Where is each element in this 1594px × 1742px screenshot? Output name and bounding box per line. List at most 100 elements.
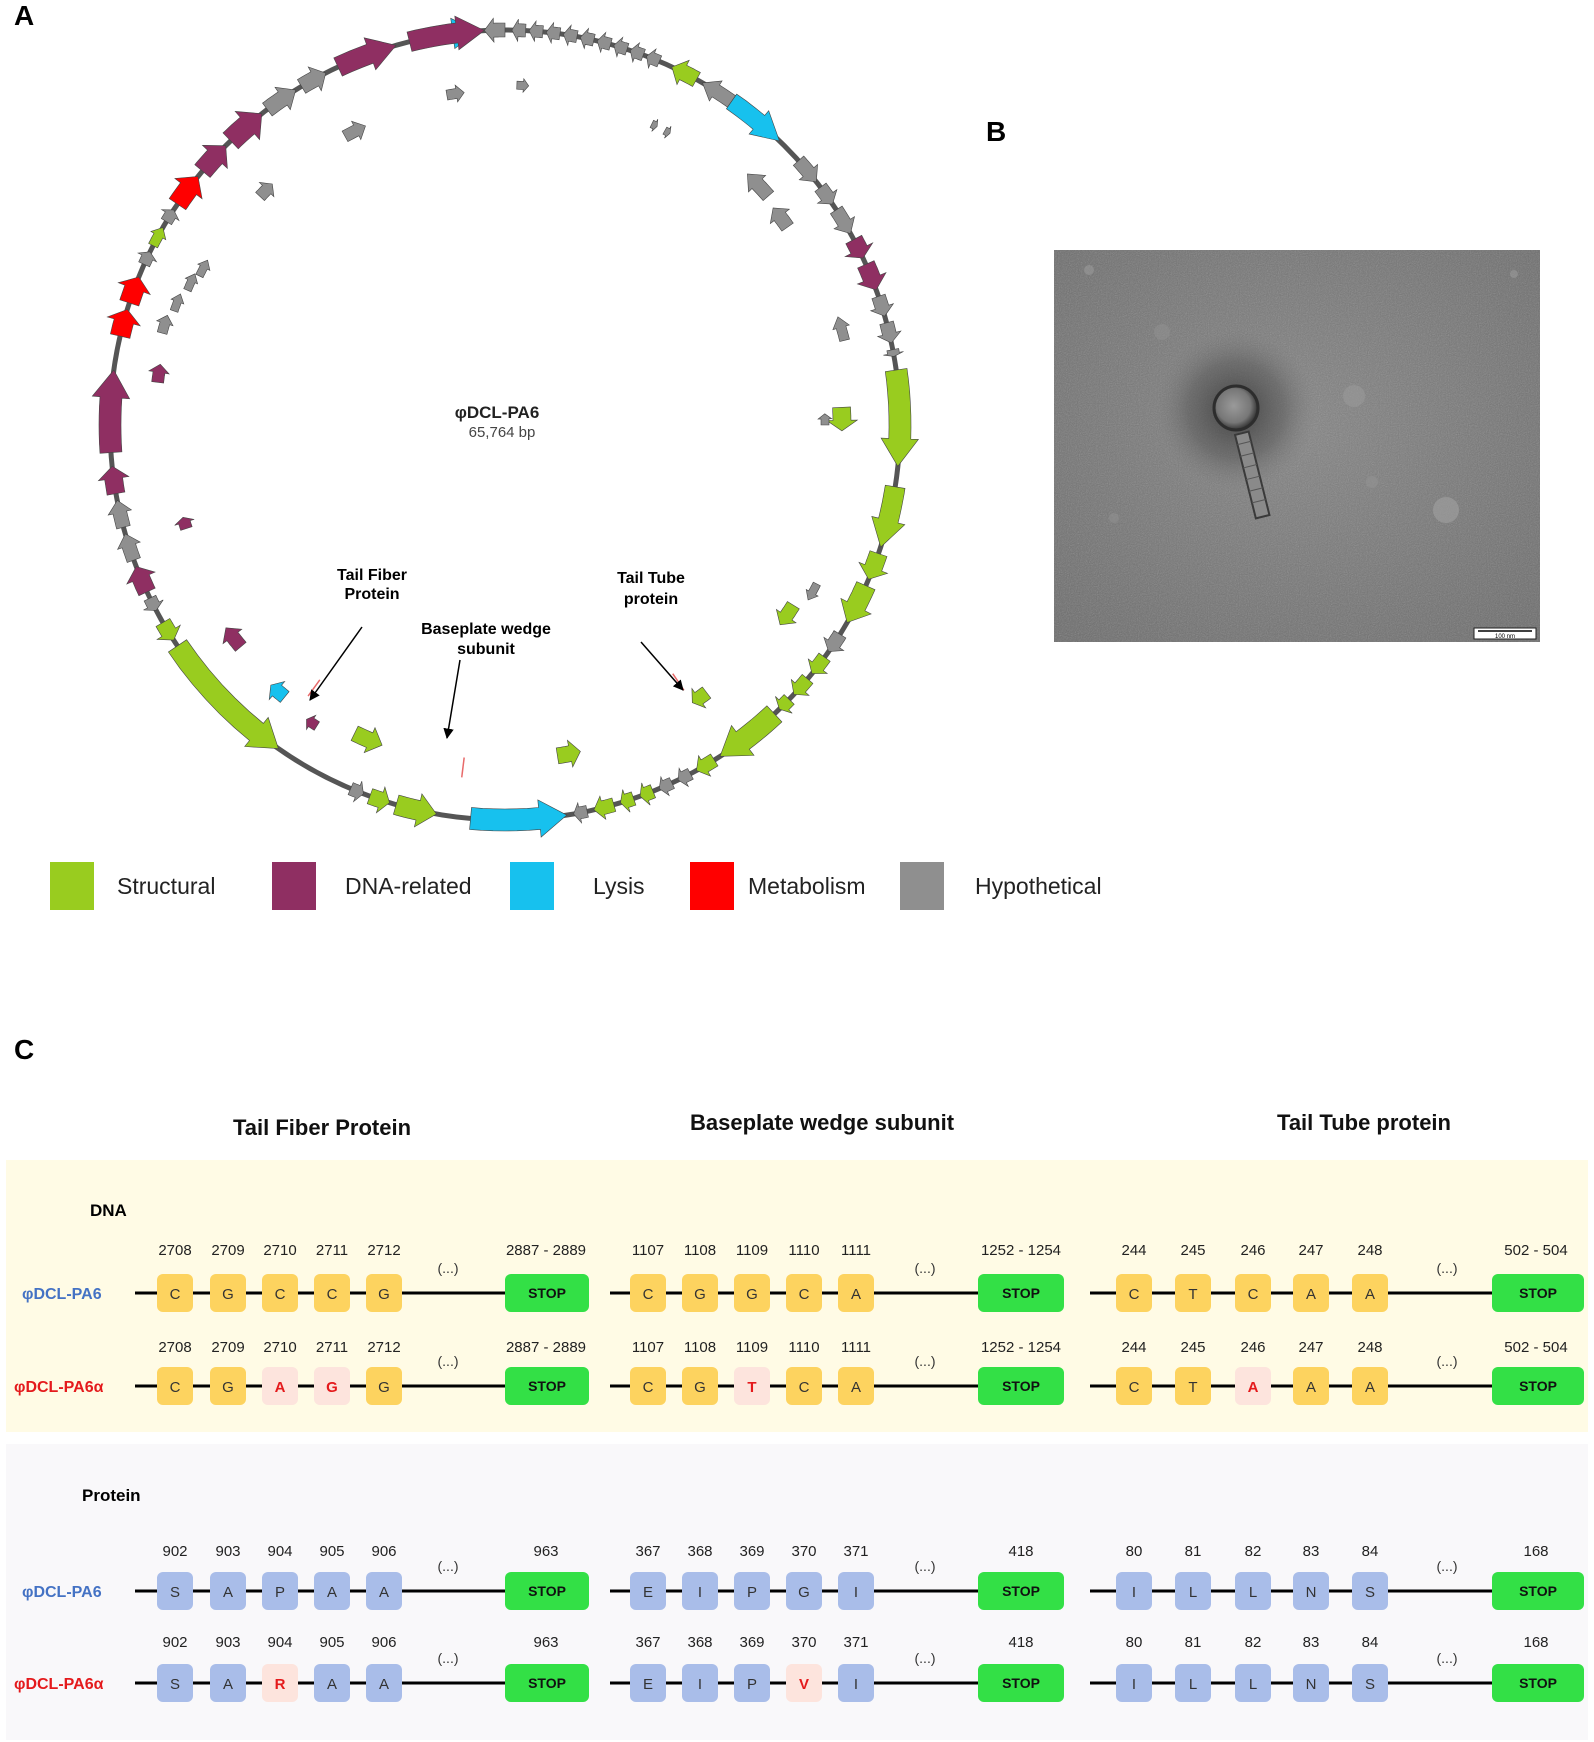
gene-arrow: [620, 789, 637, 813]
position-number: 248: [1357, 1339, 1382, 1356]
residue-box: [1352, 1572, 1388, 1610]
gene-arrow-inner: [350, 725, 383, 754]
sequence-letter: A: [379, 1584, 389, 1601]
legend-swatch-lysis: [510, 862, 554, 910]
ellipsis: (...): [1437, 1650, 1458, 1666]
stop-label: STOP: [528, 1378, 566, 1394]
residue-box: [838, 1664, 874, 1702]
gene-arrow: [107, 499, 133, 530]
position-number: 84: [1362, 1543, 1379, 1560]
sequence-letter: A: [851, 1379, 861, 1396]
callout-label-line1: Tail Fiber: [337, 567, 407, 584]
sequence-letter: A: [851, 1286, 861, 1303]
mutation-tick: [460, 757, 465, 778]
position-number: 2711: [316, 1242, 348, 1259]
sequence-letter: A: [223, 1584, 233, 1601]
mutated-base-box: [734, 1367, 770, 1405]
position-number: 2710: [263, 1339, 296, 1356]
stop-label: STOP: [1002, 1583, 1040, 1599]
callout-label-line1: Tail Tube: [617, 570, 685, 587]
scale-bar-label: 100 nm: [1495, 634, 1515, 640]
gene-arrow: [696, 753, 719, 777]
callout-arrow: [640, 641, 684, 691]
nucleotide-box: [1293, 1367, 1329, 1405]
gene-arrow: [168, 176, 203, 211]
gene-arrow: [829, 205, 855, 234]
sequence-letter: C: [799, 1286, 810, 1303]
nucleotide-box: [682, 1367, 718, 1405]
position-number: 368: [687, 1543, 712, 1560]
gene-arrow-inner: [445, 84, 465, 103]
position-number: 2710: [263, 1242, 296, 1259]
gene-arrow: [790, 673, 814, 696]
position-number: 246: [1240, 1339, 1265, 1356]
position-number: 246: [1240, 1242, 1265, 1259]
nucleotide-box: [734, 1274, 770, 1312]
sequence-letter: A: [1306, 1286, 1316, 1303]
position-number: 2712: [367, 1242, 400, 1259]
residue-box: [314, 1572, 350, 1610]
strain-label: φDCL-PA6α: [14, 1379, 104, 1396]
residue-box: [1235, 1572, 1271, 1610]
ellipsis: (...): [438, 1260, 459, 1276]
legend-label: Lysis: [593, 873, 645, 899]
gene-arrow-inner: [169, 293, 185, 313]
strain-label: φDCL-PA6: [22, 1584, 102, 1601]
gene-arrow: [869, 293, 895, 317]
residue-box: [838, 1572, 874, 1610]
position-number: 81: [1185, 1543, 1202, 1560]
stop-label: STOP: [1002, 1285, 1040, 1301]
genome-map: φDCL-PA6 65,764 bp Tail FiberProteinBase…: [91, 15, 919, 838]
nucleotide-box: [262, 1274, 298, 1312]
stop-position: 418: [1008, 1634, 1033, 1651]
gene-arrow: [702, 80, 737, 108]
nucleotide-box: [210, 1274, 246, 1312]
legend-swatch-hypothetical: [900, 862, 944, 910]
position-number: 244: [1121, 1339, 1146, 1356]
position-number: 2709: [211, 1339, 244, 1356]
gene-arrow: [629, 41, 646, 64]
sequence-letter: A: [379, 1676, 389, 1693]
callout-label-line1: Baseplate wedge: [421, 621, 551, 638]
residue-box: [734, 1572, 770, 1610]
gene-arrow: [671, 59, 701, 87]
gene-arrow: [117, 533, 141, 563]
sequence-letter: G: [222, 1286, 234, 1303]
nucleotide-box: [366, 1367, 402, 1405]
sequence-letter: C: [799, 1379, 810, 1396]
gene-arrow: [613, 36, 630, 58]
sequence-letter: A: [275, 1379, 286, 1396]
legend-label: Structural: [117, 873, 216, 899]
sequence-letter: G: [694, 1286, 706, 1303]
sequence-letter: G: [798, 1584, 810, 1601]
sequence-letter: L: [1189, 1584, 1197, 1601]
residue-box: [786, 1572, 822, 1610]
ellipsis: (...): [438, 1650, 459, 1666]
position-number: 245: [1180, 1339, 1205, 1356]
gene-arrow: [222, 111, 263, 150]
ellipsis: (...): [1437, 1558, 1458, 1574]
gene-arrow: [194, 144, 228, 178]
ellipsis: (...): [915, 1650, 936, 1666]
sequence-letter: T: [1188, 1286, 1197, 1303]
gene-arrow-inner: [817, 413, 833, 426]
gene-arrow: [126, 566, 156, 597]
position-number: 1110: [788, 1242, 819, 1259]
genome-length: 65,764 bp: [469, 424, 536, 441]
gene-arrow: [333, 37, 397, 77]
legend-label: Hypothetical: [975, 873, 1102, 899]
stop-label: STOP: [1519, 1583, 1557, 1599]
gene-arrow: [347, 781, 364, 803]
sequence-letter: L: [1249, 1584, 1257, 1601]
gene-arrow: [646, 48, 663, 70]
residue-box: [366, 1572, 402, 1610]
stop-codon-box: [978, 1367, 1064, 1405]
nucleotide-box: [1116, 1274, 1152, 1312]
sequence-letter: C: [170, 1286, 181, 1303]
nucleotide-box: [210, 1367, 246, 1405]
residue-box: [157, 1664, 193, 1702]
legend-label: DNA-related: [345, 873, 472, 899]
gene-arrow-inner: [516, 77, 530, 94]
sequence-letter: G: [222, 1379, 234, 1396]
